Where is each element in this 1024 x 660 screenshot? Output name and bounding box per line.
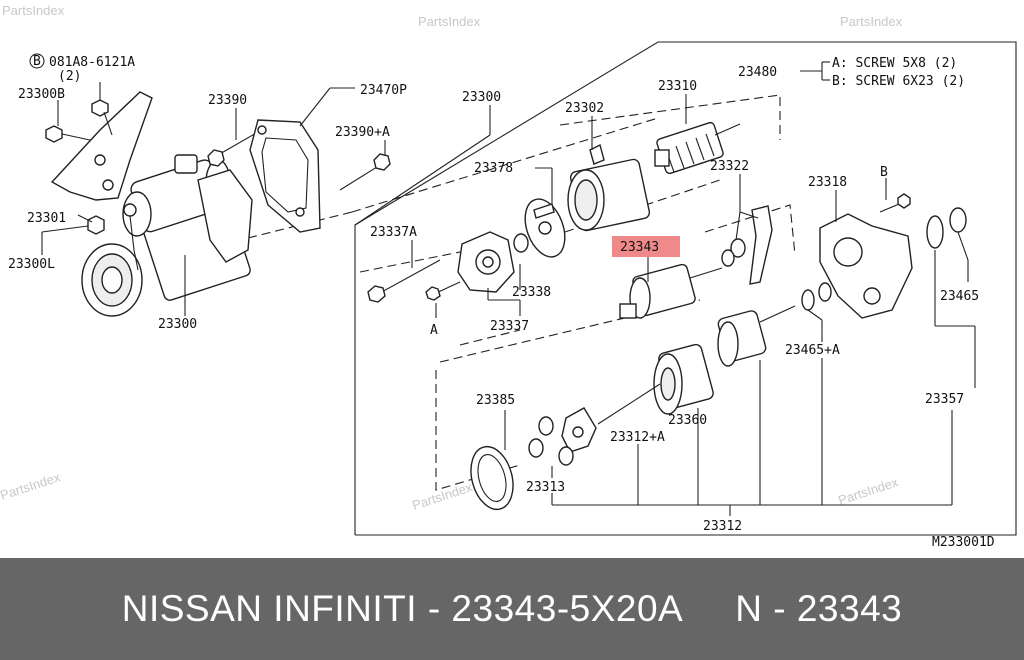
internal-gear-23385 [470,445,514,511]
label-23337: 23337 [490,319,529,334]
starter-motor-assembly [50,91,253,317]
bolt-ref-label: B 081A8-6121A (2) [29,53,135,84]
armature-23310 [654,121,741,175]
label-23385: 23385 [476,393,515,408]
pinion-23465 [926,207,967,249]
diagram-code: M233001D [932,535,995,550]
label-23465a: 23465+A [785,343,840,358]
label-23357: 23357 [925,392,964,407]
watermark: PartsIndex [410,479,474,513]
stud-23390a [339,153,391,191]
parts-diagram: PartsIndex PartsIndex PartsIndex PartsIn… [0,3,1017,550]
letter-b-circle: B [33,54,41,69]
screw-a [425,281,461,301]
label-23313: 23313 [526,480,565,495]
through-bolt-23337a [367,259,441,303]
lever-23322 [721,205,773,285]
label-23322: 23322 [710,159,749,174]
label-23302: 23302 [565,101,604,116]
label-23338: 23338 [512,285,551,300]
shaft-23312a [561,383,661,453]
label-23312: 23312 [703,519,742,534]
label-081a8: 081A8-6121A [49,55,135,70]
label-081a8-qty: (2) [58,69,81,84]
label-23301: 23301 [27,211,66,226]
label-23300-left: 23300 [158,317,197,332]
watermark: PartsIndex [2,3,65,18]
label-23312a: 23312+A [610,430,665,445]
label-23390: 23390 [208,93,247,108]
part-title: NISSAN INFINITI - 23343-5X20A N - 23343 [122,588,902,630]
yoke-23302 [567,143,651,232]
planetary-23360 [653,343,714,415]
label-23360: 23360 [668,413,707,428]
label-23337a: 23337A [370,225,417,240]
ring-23465a [801,282,832,311]
leader-lines [41,61,976,516]
gasket-plate-23470p [249,119,321,233]
watermark: PartsIndex [0,469,63,503]
bolt-081a8 [91,99,113,136]
footer-bar: NISSAN INFINITI - 23343-5X20A N - 23343 [0,558,1024,660]
watermark: PartsIndex [840,14,903,29]
label-letter-a: A [430,323,438,338]
label-23465: 23465 [940,289,979,304]
end-cover-23337 [457,231,529,293]
label-23390a: 23390+A [335,125,390,140]
bracket-23301 [50,91,153,201]
watermark: PartsIndex [836,474,900,508]
watermark: PartsIndex [418,14,481,29]
label-23343: 23343 [620,240,659,255]
label-23480: 23480 [738,65,777,80]
label-screw-b: B: SCREW 6X23 (2) [832,74,965,89]
label-23300b: 23300B [18,87,65,102]
solenoid-23343 [619,263,723,319]
brush-plate-23378 [524,198,566,258]
bolt-23390 [207,131,259,167]
planet-gears-23313 [528,416,574,466]
gear-23357 [717,305,796,367]
label-23300l: 23300L [8,257,55,272]
label-23378: 23378 [474,161,513,176]
label-letter-b: B [880,165,888,180]
highlight-23343 [612,236,680,257]
label-23318: 23318 [808,175,847,190]
label-23470p: 23470P [360,83,407,98]
bolt-23300b [45,125,91,143]
label-23310: 23310 [658,79,697,94]
gear-housing-23318 [819,193,913,319]
label-screw-a: A: SCREW 5X8 (2) [832,56,957,71]
part-number-title: NISSAN INFINITI - 23343-5X20A [121,588,684,629]
part-short-number: N - 23343 [735,588,903,629]
exploded-view-frame [354,41,1017,536]
label-23300-top: 23300 [462,90,501,105]
